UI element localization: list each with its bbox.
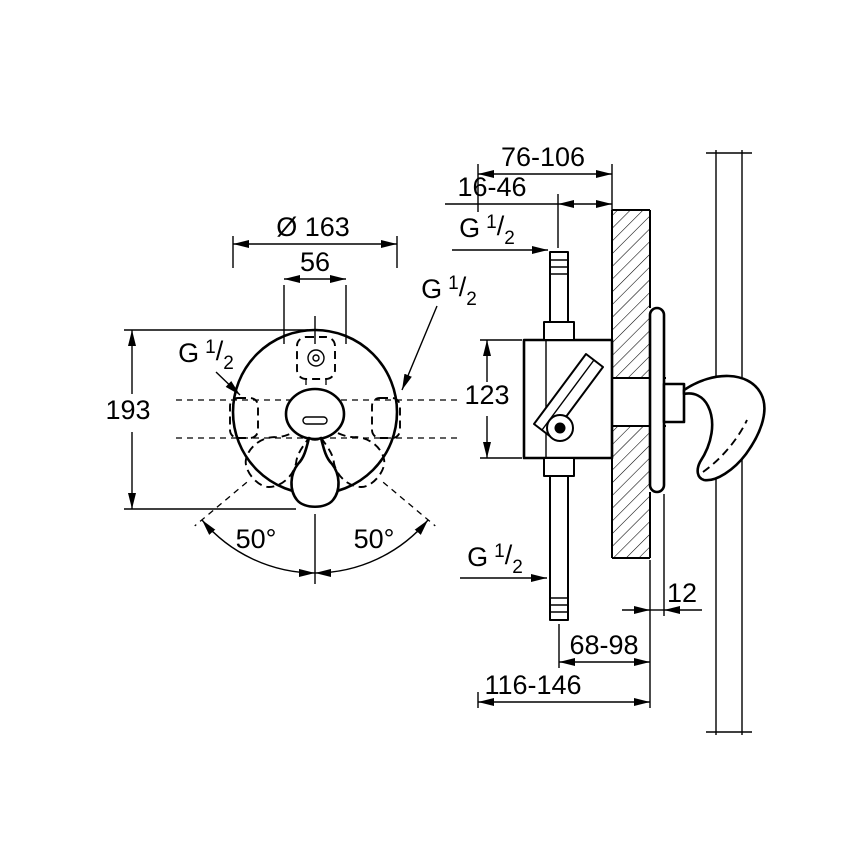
dim-ext-total-height (124, 329, 308, 510)
dim-arc-angle-right (314, 519, 429, 577)
label-total-height: 193 (105, 395, 150, 425)
label-outlet-inner: 68-98 (569, 630, 638, 660)
lever-handle-front (290, 436, 340, 509)
label-plate-thickness: 12 (667, 578, 697, 608)
hidden-port-right (371, 397, 401, 439)
lever-handle-hidden-edge (702, 419, 748, 473)
hidden-top-connection (296, 336, 336, 380)
label-angle-right: 50° (354, 524, 395, 554)
handle-base (662, 382, 686, 424)
label-center-width: 56 (300, 247, 330, 277)
wall-faces (611, 210, 651, 558)
lever-handle-side (682, 374, 766, 482)
label-connection-height: 123 (464, 380, 509, 410)
top-connection-center (312, 354, 320, 362)
bottom-pipe-flange (543, 457, 575, 477)
label-outlet-outer: 116-146 (484, 670, 581, 700)
leader-thread-front-left (215, 371, 241, 396)
dim-arc-angle-left (201, 519, 316, 577)
wall-caps (612, 209, 650, 559)
leader-thread-front-right (401, 305, 438, 391)
dim-ext-diameter (232, 236, 398, 268)
dimension-lines (124, 164, 702, 708)
hidden-port-lines (176, 399, 458, 439)
front-view (176, 316, 458, 584)
dim-ext-center-width (283, 285, 347, 344)
top-connection-ticks (305, 379, 327, 392)
side-view (522, 150, 766, 735)
bottom-thread-ticks (550, 597, 568, 613)
label-depth-range: 76-106 (501, 142, 585, 172)
hidden-port-left (229, 397, 259, 439)
dim-ext-plate (649, 494, 665, 708)
top-pipe-flange (543, 321, 575, 341)
dimension-labels: Ø 163 56 193 50° 50° 76-106 16-46 123 12… (105, 142, 697, 700)
lever-hub (284, 387, 346, 441)
top-thread-ticks (550, 259, 568, 275)
fixing-screw-center (554, 422, 566, 434)
label-angle-left: 50° (236, 524, 277, 554)
hub-slot (302, 416, 328, 425)
top-connection-circle (307, 349, 325, 367)
label-diameter: Ø 163 (276, 212, 350, 242)
escutcheon-plate (648, 306, 666, 494)
bottom-outlet-pipe (549, 457, 569, 621)
label-inset-range: 16-46 (457, 172, 526, 202)
